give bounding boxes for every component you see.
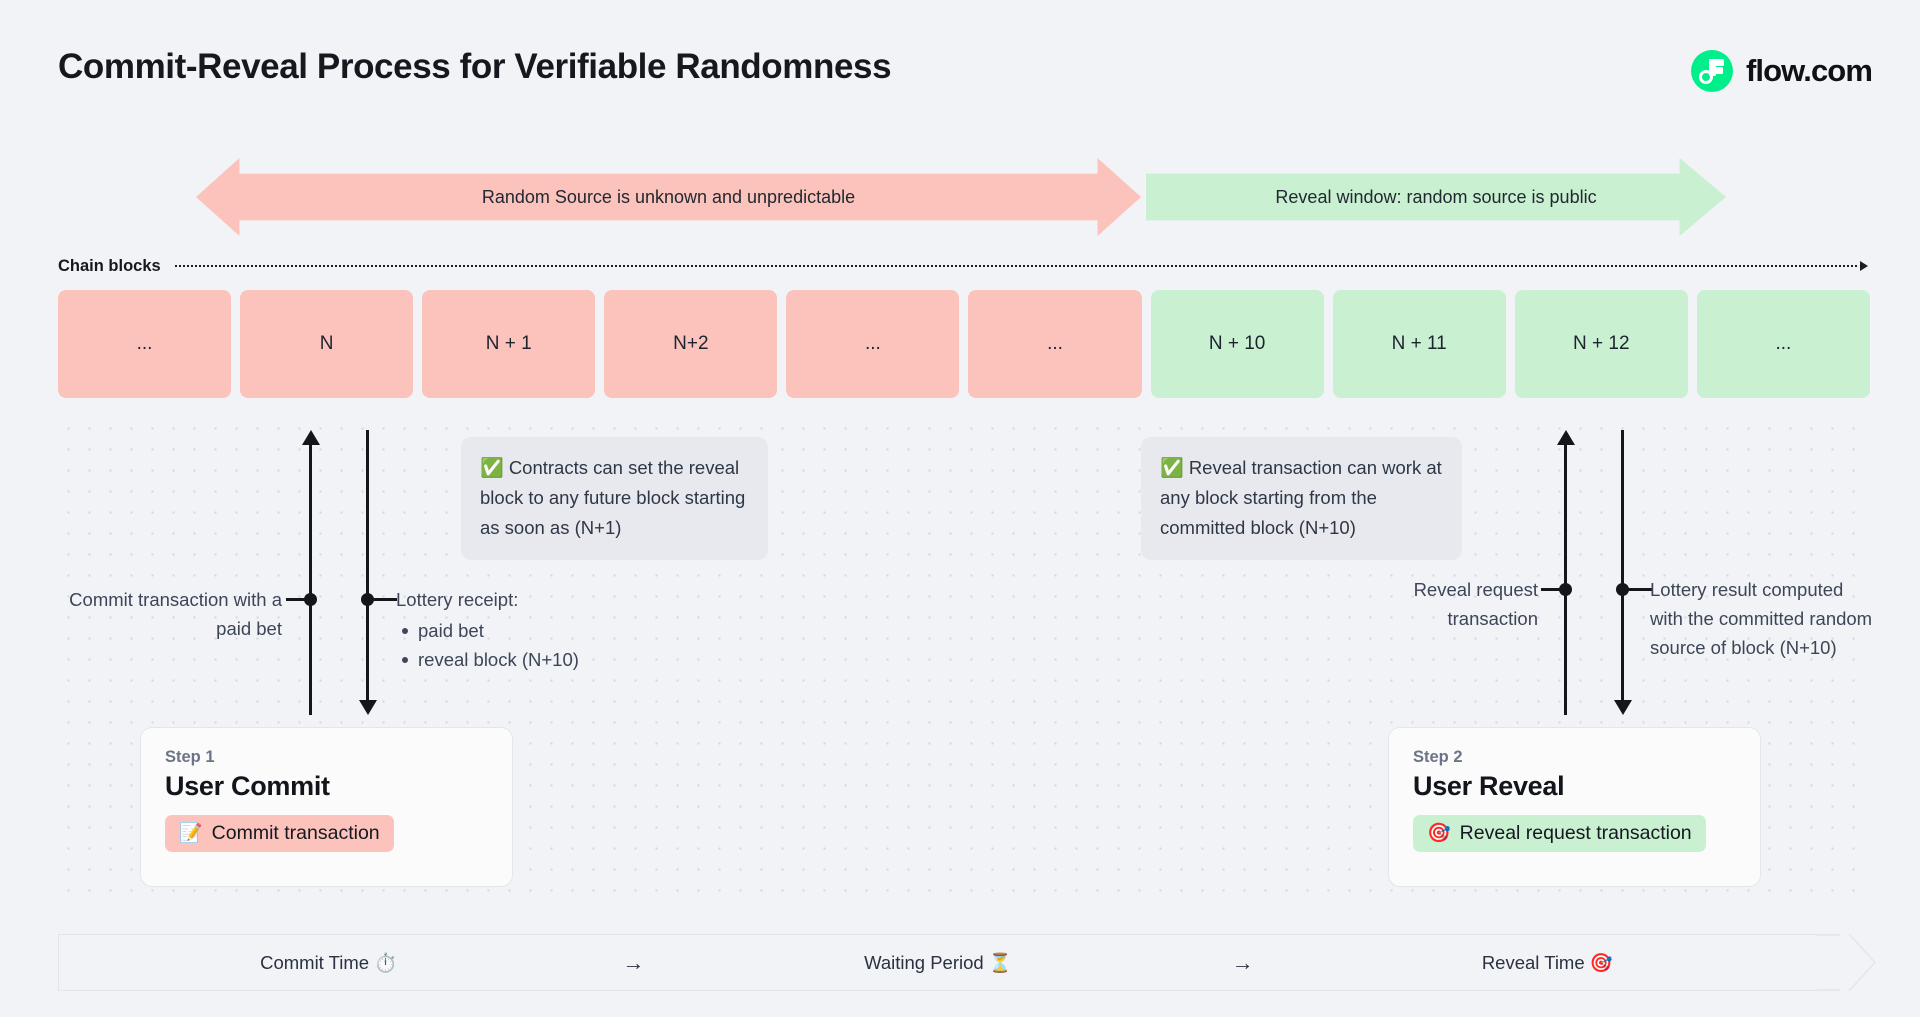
step-title: User Commit (165, 771, 330, 801)
annotation-lottery-receipt-title: Lottery receipt: (396, 589, 519, 610)
timeline-arrow-icon: → (622, 949, 645, 975)
list-item: reveal block (N+10) (396, 645, 656, 674)
commit-connector-line (286, 598, 312, 601)
chain-axis-arrow-icon (1860, 261, 1868, 271)
direct-hit-emoji: 🎯 (1427, 823, 1451, 844)
check-mark-button-emoji: ✅ (1160, 458, 1184, 479)
chain-blocks-header: Chain blocks (58, 255, 1868, 277)
chain-block: ... (58, 290, 232, 398)
timeline-end-arrow-icon (1817, 934, 1876, 991)
reveal-arrow-line (1564, 444, 1567, 715)
chain-block: N + 1 (422, 290, 596, 398)
hourglass-emoji: ⏳ (988, 951, 1012, 973)
timeline-segment-commit-time-label: Commit Time (260, 951, 370, 973)
callout-reveal-block: ✅ Reveal transaction can work at any blo… (1141, 437, 1462, 560)
commit-transaction-pill[interactable]: 📝 Commit transaction (165, 815, 394, 852)
flow-logo-icon (1691, 50, 1733, 92)
chain-blocks-label: Chain blocks (58, 256, 161, 275)
callout-commit-text: Contracts can set the reveal block to an… (480, 457, 746, 538)
result-arrow-dot (1616, 583, 1629, 596)
phase-banner-unknown-label: Random Source is unknown and unpredictab… (481, 186, 856, 207)
page-title: Commit-Reveal Process for Verifiable Ran… (58, 47, 892, 86)
annotation-reveal-request: Reveal request transaction (1413, 579, 1538, 629)
annotation-lottery-result: Lottery result computed with the committ… (1650, 579, 1873, 658)
timeline-segment-commit-time: Commit Time ⏱️ (59, 952, 598, 974)
check-mark-button-emoji: ✅ (480, 458, 504, 479)
bottom-timeline-bar: Commit Time ⏱️ → Waiting Period ⏳ → Reve… (58, 934, 1818, 991)
lottery-receipt-list: paid bet reveal block (N+10) (396, 616, 656, 674)
step-card-user-reveal[interactable]: Step 2 User Reveal 🎯 Reveal request tran… (1388, 727, 1761, 887)
chain-block: N + 10 (1150, 290, 1324, 398)
timeline-segment-reveal-time-label: Reveal Time (1481, 951, 1585, 973)
annotation-commit-transaction: Commit transaction with a paid bet (69, 589, 282, 639)
commit-transaction-pill-label: Commit transaction (211, 822, 380, 844)
receipt-connector-line (371, 598, 397, 601)
chain-block: N+2 (604, 290, 778, 398)
list-item: paid bet (396, 616, 656, 645)
step-title: User Reveal (1413, 771, 1565, 801)
reveal-request-transaction-pill-label: Reveal request transaction (1459, 822, 1692, 844)
reveal-request-transaction-pill[interactable]: 🎯 Reveal request transaction (1413, 815, 1706, 852)
chain-block: N + 12 (1514, 290, 1688, 398)
timeline-segment-waiting-period-label: Waiting Period (864, 951, 984, 973)
result-arrow-line (1621, 430, 1624, 701)
receipt-arrow-dot (361, 593, 374, 606)
annotation-lottery-receipt: Lottery receipt: paid bet reveal block (… (396, 585, 656, 674)
reveal-connector-line (1541, 588, 1567, 591)
chain-block: N + 11 (1332, 290, 1506, 398)
phase-banner-reveal: Reveal window: random source is public (1146, 158, 1726, 236)
commit-arrow-line (309, 444, 312, 715)
step-eyebrow: Step 2 (1413, 748, 1463, 766)
timeline-segment-waiting-period: Waiting Period ⏳ (668, 952, 1207, 974)
callout-reveal-text: Reveal transaction can work at any block… (1160, 457, 1442, 538)
chain-block: ... (1696, 290, 1870, 398)
memo-emoji: 📝 (179, 823, 203, 844)
commit-arrow-head-icon (302, 430, 320, 445)
result-arrow-head-icon (1614, 700, 1632, 715)
chain-block: ... (968, 290, 1142, 398)
callout-commit-block: ✅ Contracts can set the reveal block to … (461, 437, 768, 560)
phase-banner-reveal-label: Reveal window: random source is public (1275, 186, 1597, 207)
direct-hit-emoji: 🎯 (1589, 951, 1613, 973)
stopwatch-emoji: ⏱️ (374, 951, 398, 973)
reveal-arrow-head-icon (1557, 430, 1575, 445)
step-card-user-commit[interactable]: Step 1 User Commit 📝 Commit transaction (140, 727, 513, 887)
chain-block: ... (786, 290, 960, 398)
timeline-segment-reveal-time: Reveal Time 🎯 (1278, 952, 1817, 974)
receipt-arrow-line (366, 430, 369, 701)
result-connector-line (1626, 588, 1652, 591)
step-eyebrow: Step 1 (165, 748, 215, 766)
chain-block: N (240, 290, 414, 398)
phase-banner-row: Random Source is unknown and unpredictab… (0, 158, 1920, 236)
brand-logo: flow.com (1691, 50, 1873, 92)
timeline-arrow-icon: → (1231, 949, 1254, 975)
chain-axis-line (174, 265, 1857, 267)
brand-name: flow.com (1746, 53, 1873, 88)
chain-blocks-row: ... N N + 1 N+2 ... ... N + 10 N + 11 N … (58, 290, 1870, 398)
receipt-arrow-head-icon (359, 700, 377, 715)
phase-banner-unknown: Random Source is unknown and unpredictab… (196, 158, 1141, 236)
